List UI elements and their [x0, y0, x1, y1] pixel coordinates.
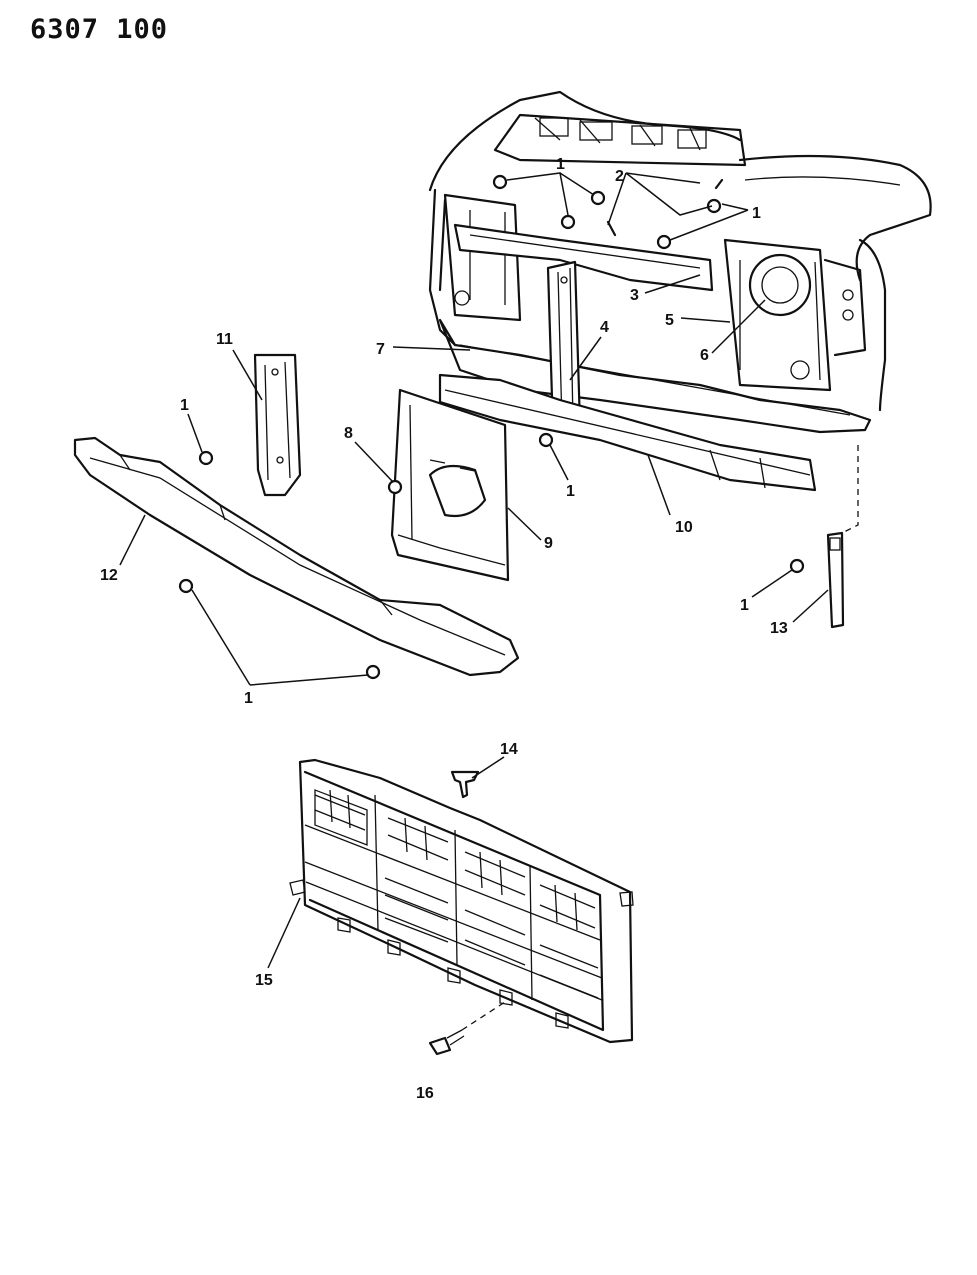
callout-7: 7: [376, 341, 385, 358]
callout-labels: 1 2 1 3 4 5 6 7 11 1 8 9 1 10 12 1 13 1 …: [100, 156, 788, 1102]
grille-15: [289, 758, 634, 1044]
callout-1d: 1: [566, 483, 575, 500]
bracket-13: [826, 445, 859, 629]
brace-11: [253, 353, 302, 497]
figure-code: 6307 100: [30, 14, 169, 45]
callout-14: 14: [500, 741, 518, 758]
callout-1b: 1: [752, 205, 761, 222]
callout-10: 10: [675, 519, 693, 536]
callout-1f: 1: [244, 690, 253, 707]
callout-15: 15: [255, 972, 273, 989]
callout-2: 2: [615, 168, 624, 185]
callout-6: 6: [700, 347, 709, 364]
body-front-end: [428, 90, 932, 434]
front-valance-12: [73, 436, 520, 677]
lower-support-bar: [438, 373, 817, 492]
callout-13: 13: [770, 620, 788, 637]
callout-5: 5: [665, 312, 674, 329]
callout-4: 4: [600, 319, 609, 336]
callout-1e: 1: [740, 597, 749, 614]
callout-11: 11: [216, 331, 233, 348]
deflector-panel-9: [390, 388, 510, 582]
callout-12: 12: [100, 567, 118, 584]
callout-16: 16: [416, 1085, 434, 1102]
callout-9: 9: [544, 535, 553, 552]
callout-1a: 1: [556, 156, 565, 173]
fasteners: [178, 174, 805, 1056]
callout-3: 3: [630, 287, 639, 304]
callout-8: 8: [344, 425, 353, 442]
callout-1c: 1: [180, 397, 189, 414]
leader-lines: [119, 172, 829, 969]
